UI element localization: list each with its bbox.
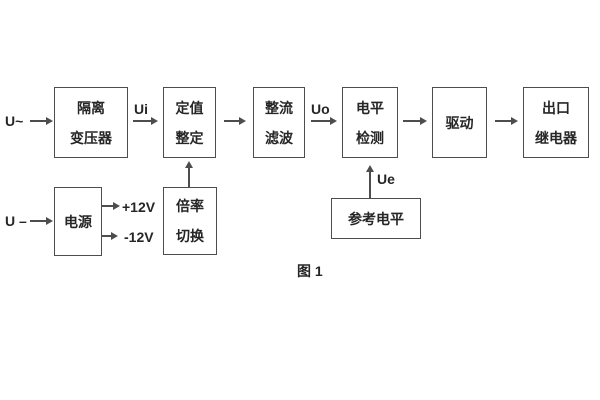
block-power-supply: 电源 (54, 187, 102, 256)
block-reference-level: 参考电平 (331, 198, 421, 239)
minus-12v-label: -12V (124, 229, 154, 245)
block-level-detect: 电平 检测 (342, 87, 398, 158)
block-isolation-transformer-line2: 变压器 (70, 129, 112, 146)
signal-ui-label: Ui (134, 101, 148, 117)
arrow-dc-input-icon (30, 217, 53, 225)
arrow-detect-to-drive-icon (403, 117, 427, 125)
block-level-detect-line1: 电平 (356, 99, 384, 116)
arrow-setpoint-to-rectify-icon (224, 117, 246, 125)
block-rectify-filter-line2: 滤波 (265, 129, 293, 146)
ac-input-label: U~ (5, 113, 24, 129)
arrow-ue-to-detect-icon (366, 165, 374, 198)
arrow-drive-to-relay-icon (495, 117, 518, 125)
block-setpoint-adjust-line2: 整定 (175, 129, 204, 146)
block-output-relay: 出口 继电器 (523, 87, 589, 158)
block-setpoint-adjust-line1: 定值 (175, 99, 204, 116)
block-ratio-switch-line1: 倍率 (176, 198, 204, 214)
block-output-relay-line1: 出口 (542, 99, 570, 116)
block-setpoint-adjust: 定值 整定 (163, 87, 216, 158)
block-ratio-switch-line2: 切换 (176, 228, 204, 244)
block-level-detect-line2: 检测 (356, 129, 384, 146)
arrow-minus-12v-icon (101, 232, 118, 240)
block-power-supply-line1: 电源 (64, 213, 92, 230)
block-rectify-filter-line1: 整流 (265, 99, 293, 116)
block-isolation-transformer-line1: 隔离 (77, 99, 105, 116)
block-isolation-transformer: 隔离 变压器 (54, 87, 128, 158)
arrow-plus-12v-icon (101, 202, 120, 210)
block-drive-line1: 驱动 (445, 114, 474, 131)
block-ratio-switch: 倍率 切换 (163, 187, 217, 255)
block-rectify-filter: 整流 滤波 (253, 87, 305, 158)
arrow-ratio-to-setpoint-icon (185, 161, 193, 187)
block-drive: 驱动 (432, 87, 487, 158)
plus-12v-label: +12V (122, 199, 156, 215)
arrow-ui-icon (133, 117, 158, 125)
block-reference-level-line1: 参考电平 (348, 210, 404, 227)
dc-input-label: U – (5, 213, 27, 229)
figure-caption: 图 1 (297, 263, 323, 279)
signal-ue-label: Ue (377, 171, 395, 187)
arrow-uo-icon (311, 117, 337, 125)
signal-uo-label: Uo (311, 101, 330, 117)
arrow-ac-input-icon (30, 117, 53, 125)
block-output-relay-line2: 继电器 (535, 129, 577, 146)
